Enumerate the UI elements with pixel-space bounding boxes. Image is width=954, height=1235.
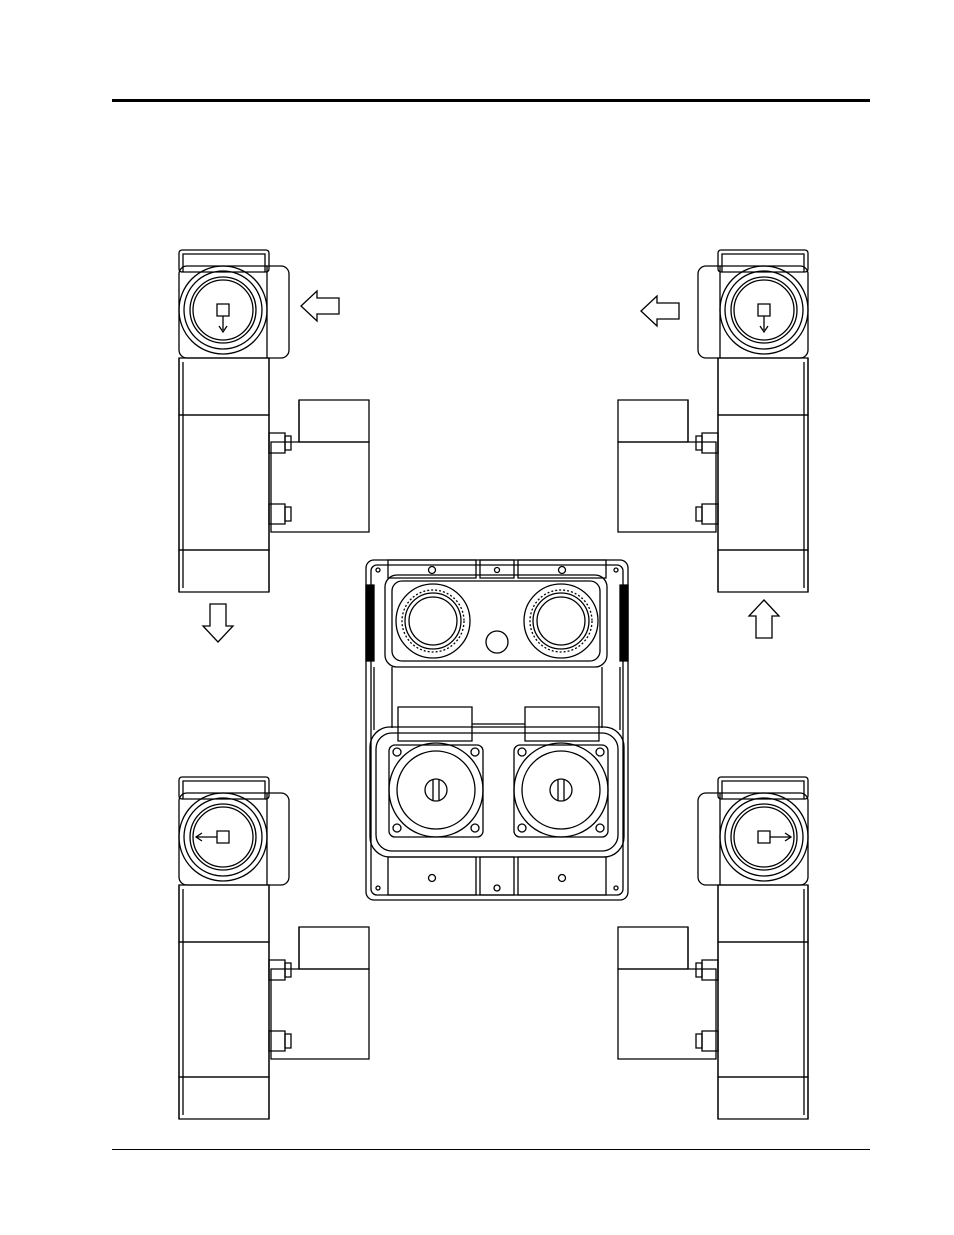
valve-top-right (618, 250, 808, 592)
valve-bottom-right (618, 777, 808, 1119)
valve-bottom-left (179, 777, 369, 1119)
indicator-icon (217, 304, 229, 332)
indicator-icon (758, 831, 791, 843)
flow-in-arrow-icon (749, 600, 779, 638)
flow-in-arrow-icon (301, 291, 339, 321)
flow-out-arrow-icon (641, 296, 679, 326)
valve-top-left (179, 250, 369, 592)
indicator-icon (758, 304, 770, 332)
center-manifold-block (366, 560, 628, 900)
indicator-icon (196, 831, 229, 843)
flow-out-arrow-icon (203, 604, 233, 642)
